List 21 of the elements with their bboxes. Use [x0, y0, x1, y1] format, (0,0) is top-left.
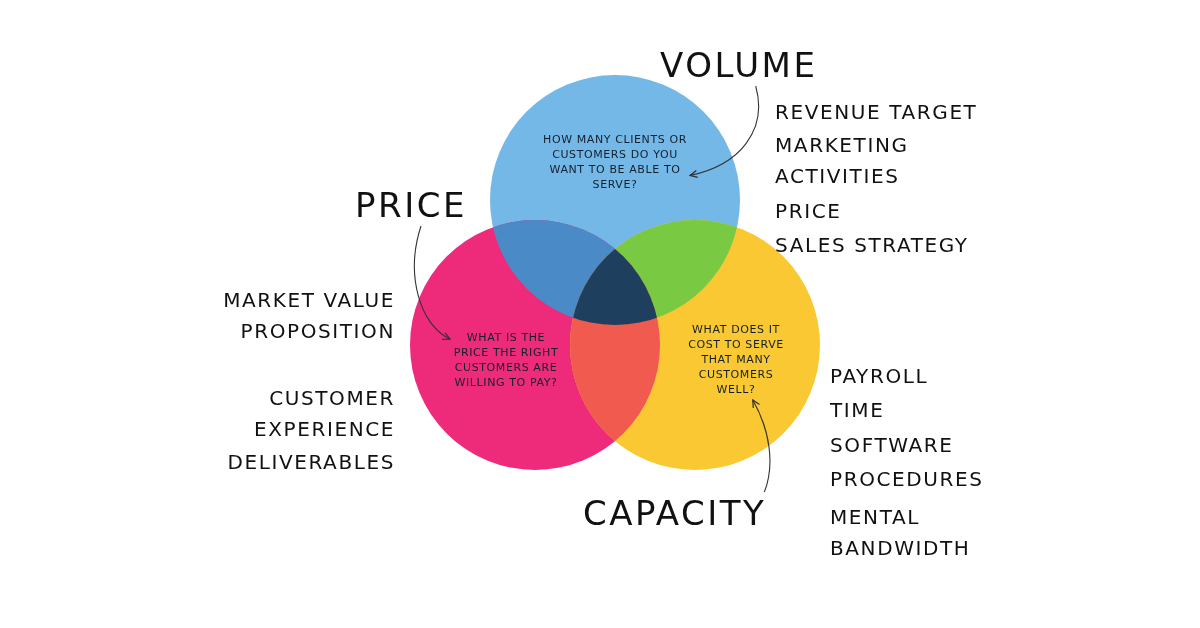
list-item: MARKETING ACTIVITIES [775, 132, 910, 190]
curved-arrow [752, 399, 771, 493]
list-item: CUSTOMER EXPERIENCE [252, 385, 395, 443]
section-heading: PRICE [355, 184, 475, 226]
list-item: TIME [830, 397, 886, 424]
curved-arrow [689, 85, 760, 178]
list-item: PROCEDURES [830, 466, 985, 493]
list-item: MENTAL BANDWIDTH [830, 504, 972, 562]
list-item: SOFTWARE [830, 432, 955, 459]
circle-question: WHAT DOES IT COST TO SERVE THAT MANY CUSTOMERS WELL? [680, 322, 792, 397]
circle-question: HOW MANY CLIENTS OR CUSTOMERS DO YOU WANT TO BE ABLE TO SERVE? [540, 132, 690, 192]
list-item: REVENUE TARGET [775, 99, 979, 126]
list-item: PRICE [775, 198, 843, 225]
list-item: PAYROLL [830, 363, 930, 390]
list-item: MARKET VALUE PROPOSITION [222, 287, 395, 345]
section-heading: CAPACITY [583, 492, 778, 534]
list-item: DELIVERABLES [226, 449, 395, 476]
list-item: SALES STRATEGY [775, 232, 970, 259]
circle-question: WHAT IS THE PRICE THE RIGHT CUSTOMERS ARE WILLING TO PAY? [450, 330, 562, 390]
curved-arrow [414, 225, 451, 340]
section-heading: VOLUME [660, 44, 825, 86]
